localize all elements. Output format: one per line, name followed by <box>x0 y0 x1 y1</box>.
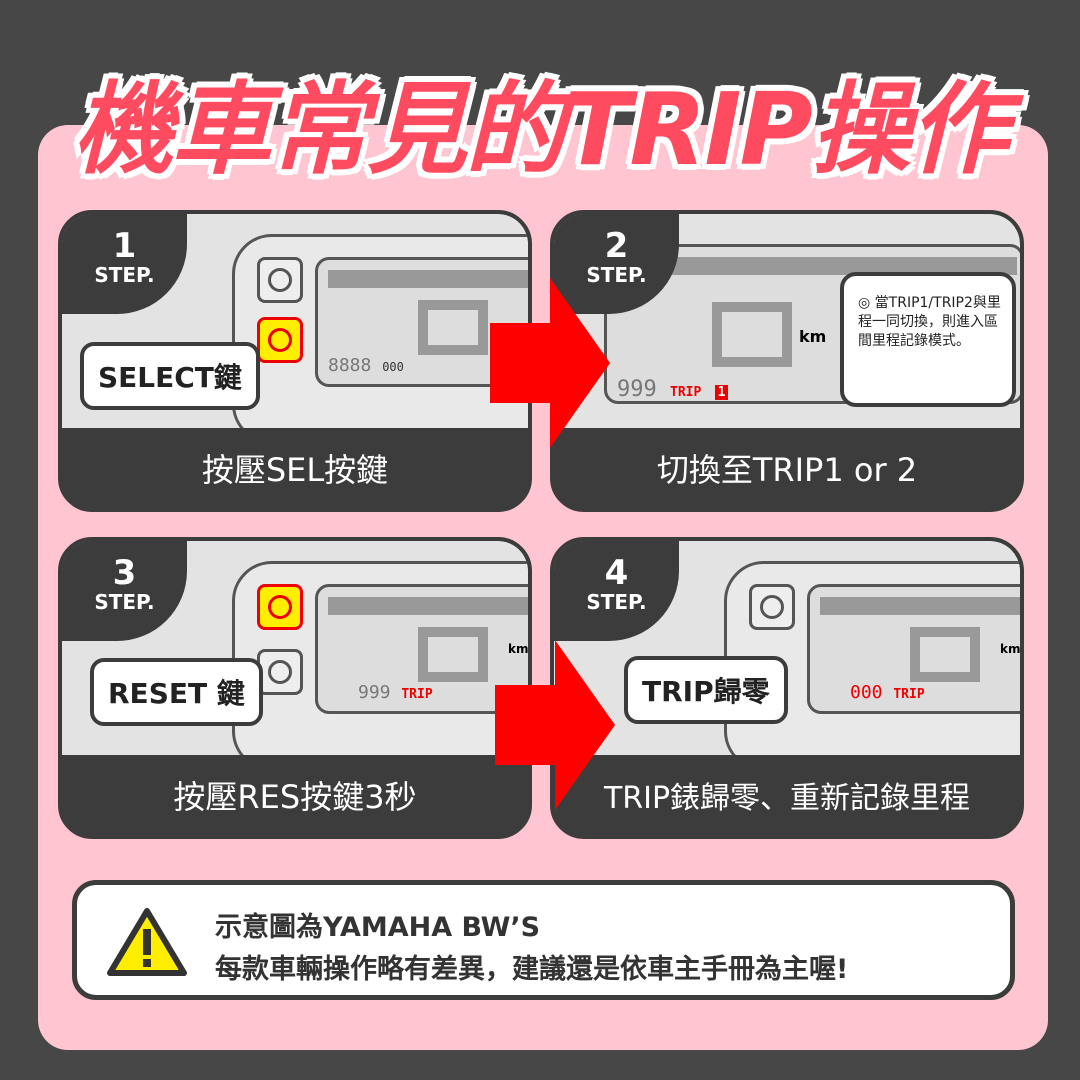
page-title: 機車常見的TRIP操作 <box>73 71 1009 188</box>
lcd-display: km/h 000 TRIP <box>807 584 1020 714</box>
lcd-display: km/h 999 TRIP <box>315 584 528 714</box>
unit: km/h <box>508 642 528 656</box>
res-button <box>749 584 795 630</box>
arrow-right-icon <box>495 640 615 810</box>
step-number: 3 <box>112 553 137 593</box>
digits: 8888 <box>328 355 372 376</box>
trip-label: TRIP <box>401 687 433 702</box>
callout-bubble: SELECT鍵 <box>80 342 260 410</box>
info-note: ◎ 當TRIP1/TRIP2與里程一同切換，則進入區間里程記錄模式。 <box>840 272 1016 407</box>
unit: km/h <box>1000 642 1020 656</box>
trip-label: TRIP <box>670 385 702 400</box>
notice-line-1: 示意圖為YAMAHA BW’S <box>215 912 541 943</box>
step-label: STEP. <box>94 590 155 614</box>
step-label: STEP. <box>586 590 647 614</box>
step-label: STEP. <box>94 263 155 287</box>
sel-button-highlighted <box>257 317 303 363</box>
sel-button <box>257 649 303 695</box>
dashboard: km/h 999 TRIP <box>232 561 528 755</box>
lcd-display: 8888 000 <box>315 257 528 387</box>
callout-bubble: TRIP歸零 <box>624 656 788 724</box>
notice-line-2: 每款車輛操作略有差異，建議還是依車主手冊為主喔! <box>215 954 849 985</box>
res-button-highlighted <box>257 584 303 630</box>
step-caption: TRIP錶歸零、重新記錄里程 <box>603 781 971 816</box>
digits: 000 <box>850 682 883 703</box>
odo: 000 <box>382 360 404 374</box>
step-caption: 按壓SEL按鍵 <box>201 451 389 489</box>
notice-box: 示意圖為YAMAHA BW’S 每款車輛操作略有差異，建議還是依車主手冊為主喔! <box>72 880 1015 1000</box>
digits: 999 <box>358 682 391 703</box>
digits: 999 <box>617 377 657 402</box>
arrow-right-icon <box>490 278 610 448</box>
step-number: 4 <box>604 553 629 593</box>
trip-number: 1 <box>714 385 729 400</box>
step-number: 2 <box>604 226 629 266</box>
dashboard: 8888 000 <box>232 234 528 428</box>
step-caption: 切換至TRIP1 or 2 <box>656 451 918 489</box>
step-caption: 按壓RES按鍵3秒 <box>173 778 417 816</box>
callout-bubble: RESET 鍵 <box>90 658 263 726</box>
warning-icon <box>107 908 187 976</box>
step-number: 1 <box>112 226 137 266</box>
unit: km <box>799 327 827 346</box>
res-button <box>257 257 303 303</box>
trip-label: TRIP <box>893 687 925 702</box>
